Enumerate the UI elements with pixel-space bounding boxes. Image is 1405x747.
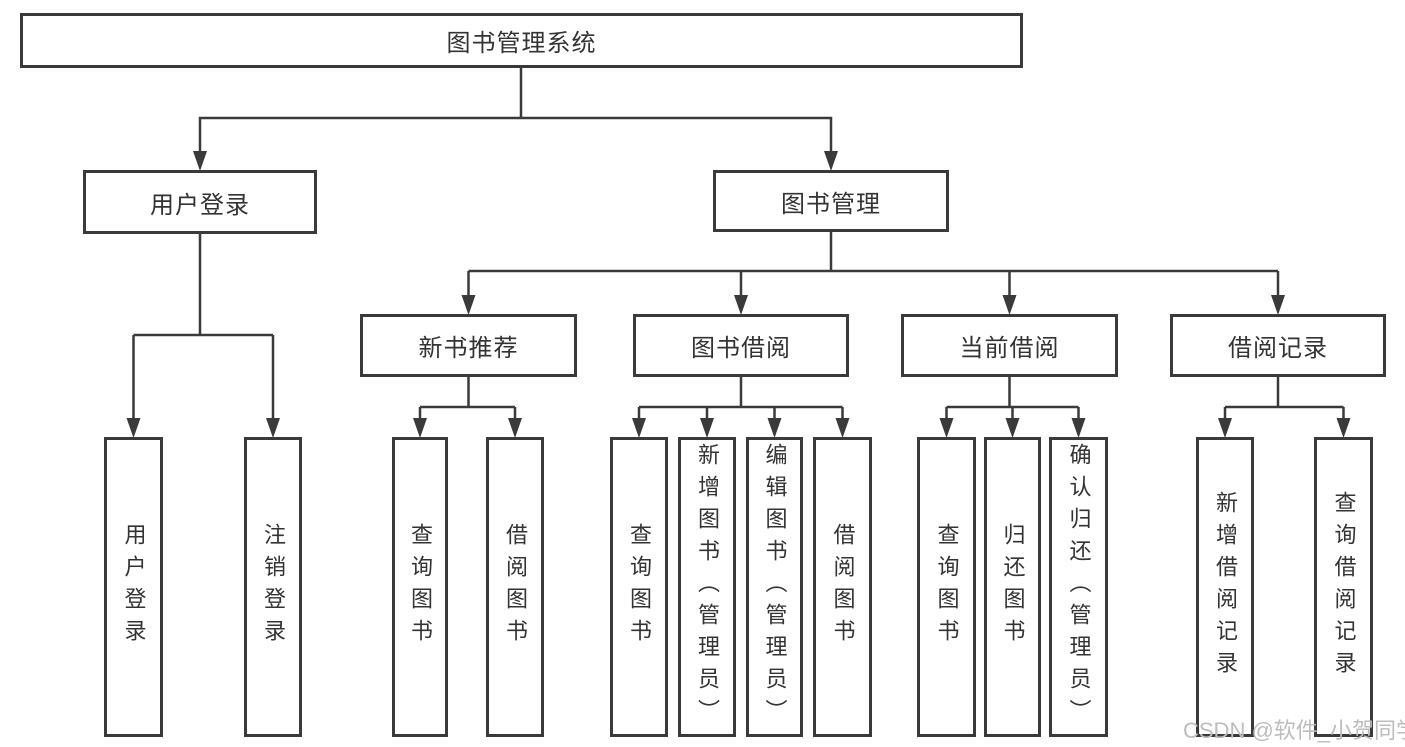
node-leaf-bb-borrow-book: 借阅图书 (813, 437, 872, 737)
node-leaf-br-add-record: 新增借阅记录 (1196, 437, 1254, 737)
node-user-login-label: 用户登录 (150, 191, 250, 219)
node-leaf-bb-add-book: 新增图书（管理员） (678, 437, 736, 737)
node-new-book-recommend-label: 新书推荐 (418, 335, 519, 362)
node-leaf-bb-borrow-book-label: 借阅图书 (830, 523, 856, 651)
node-book-borrow: 图书借阅 (633, 314, 849, 377)
node-leaf-nbr-query-book: 查询图书 (392, 437, 448, 737)
node-leaf-bb-add-book-label: 新增图书（管理员） (695, 443, 720, 731)
node-current-borrow-label: 当前借阅 (959, 335, 1060, 362)
node-leaf-user-login: 用户登录 (104, 437, 163, 737)
node-root-label: 图书管理系统 (446, 30, 597, 57)
node-leaf-logout-label: 注销登录 (261, 523, 286, 651)
node-leaf-nbr-borrow-book: 借阅图书 (486, 437, 544, 737)
node-leaf-cb-query-book: 查询图书 (917, 437, 976, 737)
node-leaf-bb-query-book-label: 查询图书 (627, 523, 652, 651)
node-leaf-cb-confirm-return-label: 确认归还（管理员） (1066, 443, 1092, 731)
node-leaf-user-login-label: 用户登录 (121, 523, 147, 651)
node-new-book-recommend: 新书推荐 (360, 314, 577, 377)
node-leaf-br-query-record: 查询借阅记录 (1314, 437, 1373, 737)
node-leaf-logout: 注销登录 (244, 437, 302, 737)
node-current-borrow: 当前借阅 (901, 314, 1118, 377)
node-leaf-cb-return-book: 归还图书 (984, 437, 1041, 737)
node-leaf-cb-return-book-label: 归还图书 (1000, 523, 1026, 651)
node-root: 图书管理系统 (20, 13, 1023, 68)
node-leaf-nbr-query-book-label: 查询图书 (408, 523, 433, 651)
node-borrow-records-label: 借阅记录 (1228, 335, 1328, 362)
connector-shafts (132, 68, 1345, 422)
node-leaf-bb-edit-book: 编辑图书（管理员） (746, 437, 803, 737)
node-book-borrow-label: 图书借阅 (691, 335, 791, 362)
node-leaf-cb-query-book-label: 查询图书 (934, 523, 960, 651)
node-borrow-records: 借阅记录 (1170, 314, 1386, 377)
node-book-management: 图书管理 (713, 170, 949, 232)
node-user-login: 用户登录 (83, 170, 317, 234)
node-leaf-cb-confirm-return: 确认归还（管理员） (1049, 437, 1108, 737)
node-leaf-br-add-record-label: 新增借阅记录 (1213, 491, 1238, 683)
node-leaf-nbr-borrow-book-label: 借阅图书 (503, 523, 528, 651)
node-leaf-br-query-record-label: 查询借阅记录 (1331, 491, 1357, 683)
node-leaf-bb-edit-book-label: 编辑图书（管理员） (762, 443, 788, 731)
node-leaf-bb-query-book: 查询图书 (610, 437, 668, 737)
csdn-watermark: CSDN @软件_小贺同学 (1183, 718, 1405, 743)
node-book-management-label: 图书管理 (781, 190, 881, 218)
